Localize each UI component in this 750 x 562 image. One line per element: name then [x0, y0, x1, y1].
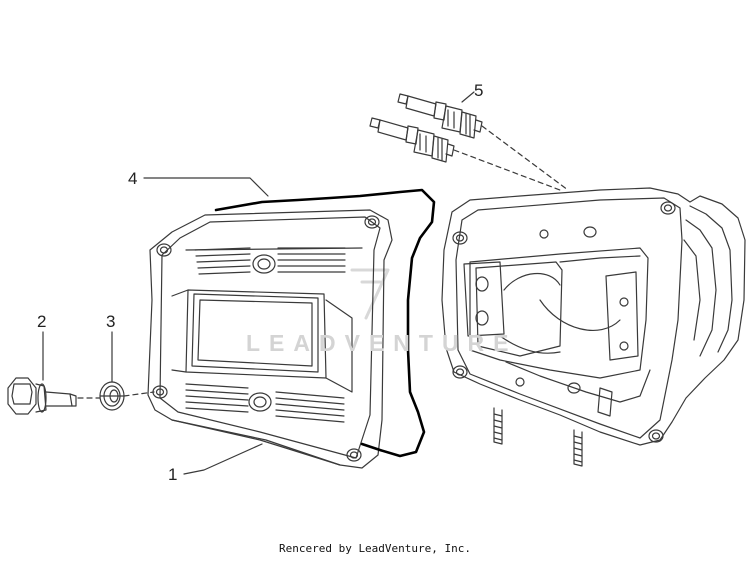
- bolt-icon: [7, 377, 77, 415]
- valve-cover-icon: [147, 209, 393, 469]
- plug-lower-leader-dashed: [453, 149, 561, 191]
- stud-bolts-icon: [493, 407, 583, 467]
- callout-1[interactable]: 1: [168, 465, 178, 484]
- spark-plug-lower-icon: [369, 117, 455, 163]
- spark-plug-upper-icon: [397, 93, 483, 139]
- watermark-text: LEADVENTURE: [246, 330, 518, 356]
- render-credit: Rencered by LeadVenture, Inc.: [278, 542, 472, 555]
- callout-3[interactable]: 3: [106, 312, 116, 331]
- leader-line-5: [461, 91, 475, 103]
- leader-line-4: [143, 177, 269, 197]
- bolt-axis-dashed: [77, 391, 155, 399]
- callout-5[interactable]: 5: [474, 81, 484, 100]
- bottom-fins-icon: [185, 383, 345, 423]
- leader-line-1: [183, 443, 263, 475]
- gasket-icon: [214, 188, 436, 458]
- top-fins-icon: [194, 247, 346, 275]
- callout-2[interactable]: 2: [37, 312, 47, 331]
- plug-upper-leader-dashed: [481, 125, 569, 191]
- callout-4[interactable]: 4: [128, 169, 138, 188]
- watermark-logo-icon: [350, 268, 390, 320]
- washer-icon: [99, 381, 125, 411]
- cylinder-head-icon: [441, 187, 746, 446]
